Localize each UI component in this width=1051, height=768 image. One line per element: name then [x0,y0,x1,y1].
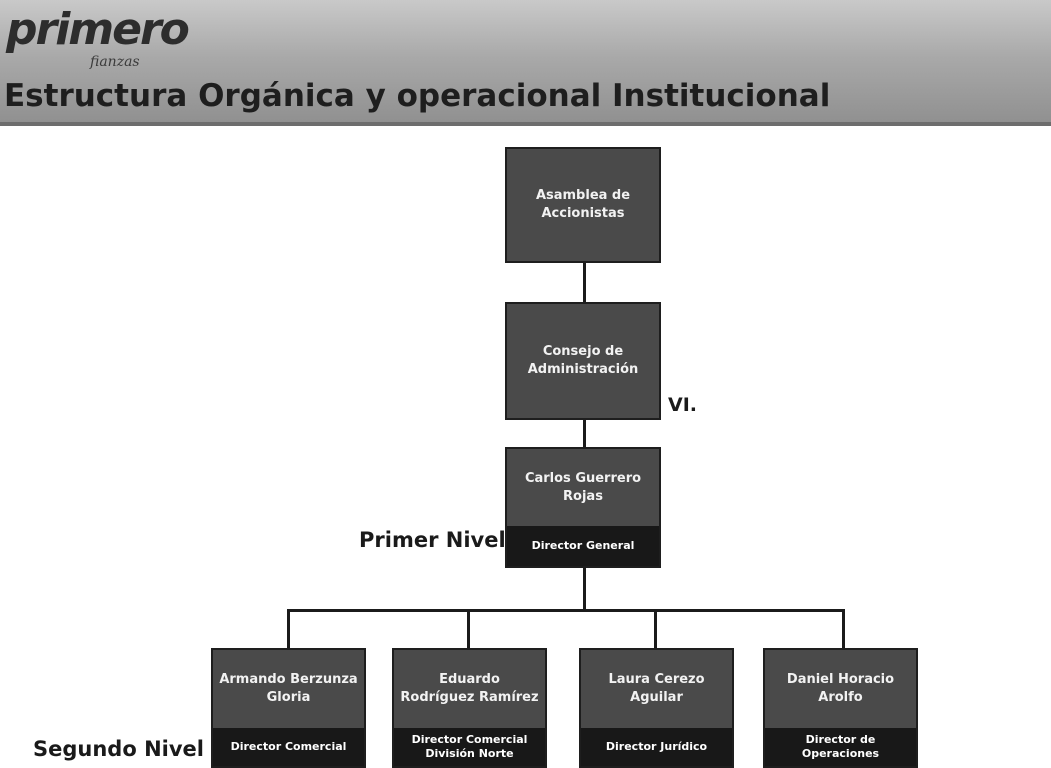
company-logo-subtitle: fianzas [90,54,140,70]
org-node-name: Armando Berzunza Gloria [219,672,358,705]
connector-asamblea-consejo [583,262,586,302]
connector-horizontal-bus [287,609,845,612]
org-node-asamblea: Asamblea de Accionistas [505,147,661,263]
org-node-name: Consejo de Administración [527,344,639,377]
org-node-director-4: Daniel Horacio Arolfo Director de Operac… [763,648,918,768]
org-node-name: Carlos Guerrero Rojas [524,470,642,504]
org-node-director-3: Laura Cerezo Aguilar Director Jurídico [579,648,734,768]
connector-director-bus [583,568,586,610]
org-node-role: Director de Operaciones [765,728,916,766]
connector-drop-3 [654,609,657,649]
level-label-segundo: Segundo Nivel [33,737,204,761]
connector-drop-4 [842,609,845,649]
org-node-director-general: Carlos Guerrero Rojas Director General [505,447,661,568]
connector-drop-1 [287,609,290,649]
org-node-role: Director General [507,526,659,566]
org-node-role: Director Jurídico [581,728,732,766]
org-node-director-1: Armando Berzunza Gloria Director Comerci… [211,648,366,768]
org-node-name: Laura Cerezo Aguilar [608,672,705,705]
org-node-role: Director Comercial División Norte [394,728,545,766]
org-node-director-2: Eduardo Rodríguez Ramírez Director Comer… [392,648,547,768]
page-title: Estructura Orgánica y operacional Instit… [4,78,831,114]
company-logo: primero [6,4,190,55]
section-label: VI. [668,394,697,416]
header-banner: primero fianzas Estructura Orgánica y op… [0,0,1051,126]
level-label-primer: Primer Nivel [359,528,506,552]
org-node-role: Director Comercial [213,728,364,766]
org-node-consejo: Consejo de Administración [505,302,661,420]
connector-drop-2 [467,609,470,649]
org-node-name: Asamblea de Accionistas [535,188,631,221]
org-node-name: Eduardo Rodríguez Ramírez [400,672,539,705]
org-node-name: Daniel Horacio Arolfo [786,672,895,705]
connector-consejo-director [583,420,586,448]
